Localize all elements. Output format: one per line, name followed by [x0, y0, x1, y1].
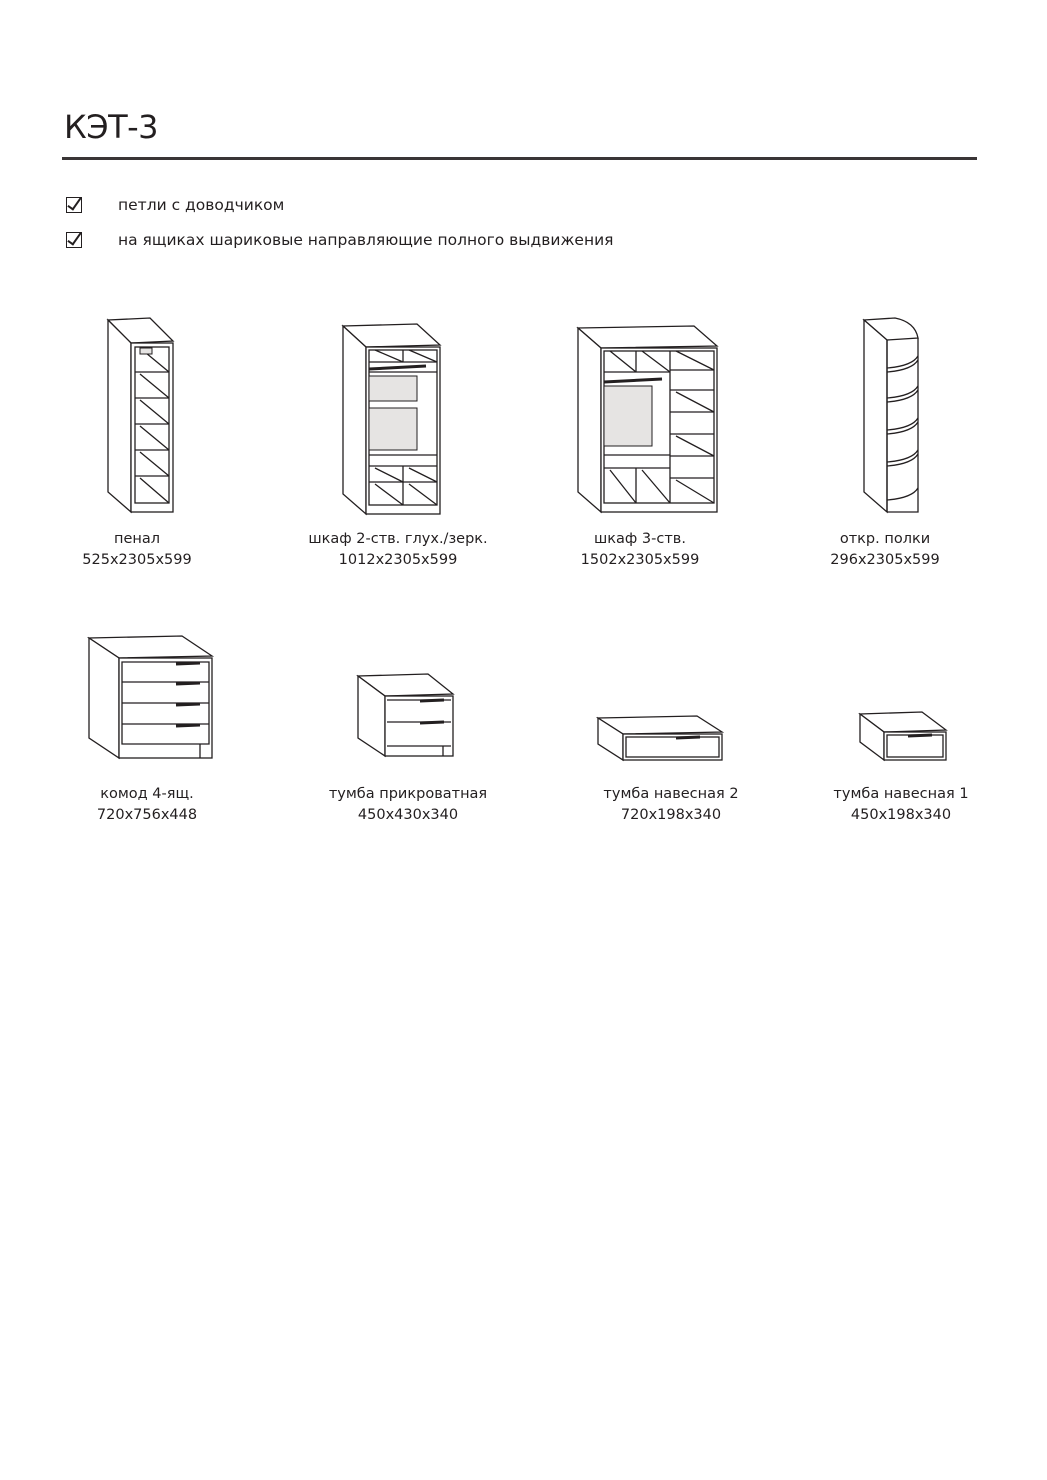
item-dimensions: 1502x2305x599	[580, 552, 700, 568]
checkbox-checked-icon	[66, 232, 82, 248]
item-name: шкаф 3-ств.	[594, 531, 686, 547]
item-caption: откр. полки 296x2305x599	[775, 529, 995, 571]
item-name: комод 4-ящ.	[100, 786, 194, 802]
item-caption: тумба навесная 2 720x198x340	[561, 784, 781, 826]
bedside-table-drawing	[356, 673, 455, 758]
penal-drawing	[106, 317, 175, 514]
item-caption: шкаф 2-ств. глух./зерк. 1012x2305x599	[288, 529, 508, 571]
title-divider	[62, 157, 977, 160]
wardrobe-2-door-drawing	[341, 323, 442, 516]
checkbox-checked-icon	[66, 197, 82, 213]
item-name: тумба навесная 2	[603, 786, 739, 802]
feature-label: петли с доводчиком	[118, 196, 285, 214]
item-dimensions: 450x198x340	[850, 807, 952, 823]
open-shelves-drawing	[862, 317, 919, 514]
wardrobe-3-door-drawing	[576, 325, 719, 514]
feature-item: петли с доводчиком	[66, 196, 284, 214]
item-dimensions: 1012x2305x599	[338, 552, 458, 568]
item-name: откр. полки	[839, 531, 931, 547]
item-dimensions: 450x430x340	[357, 807, 459, 823]
feature-item: на ящиках шариковые направляющие полного…	[66, 231, 613, 249]
item-caption: шкаф 3-ств. 1502x2305x599	[530, 529, 750, 571]
item-caption: комод 4-ящ. 720x756x448	[37, 784, 257, 826]
item-name: пенал	[113, 531, 161, 547]
item-dimensions: 720x756x448	[96, 807, 198, 823]
item-caption: тумба прикроватная 450x430x340	[298, 784, 518, 826]
chest-of-drawers-drawing	[86, 635, 215, 760]
feature-label: на ящиках шариковые направляющие полного…	[118, 231, 614, 249]
item-name: шкаф 2-ств. глух./зерк.	[308, 531, 488, 547]
item-name: тумба прикроватная	[328, 786, 488, 802]
item-dimensions: 720x198x340	[620, 807, 722, 823]
page-title: КЭТ-3	[64, 108, 159, 146]
hanging-cabinet-2-drawing	[595, 715, 725, 762]
hanging-cabinet-1-drawing	[858, 711, 948, 762]
item-dimensions: 296x2305x599	[830, 552, 940, 568]
item-dimensions: 525x2305x599	[82, 552, 192, 568]
item-caption: пенал 525x2305x599	[27, 529, 247, 571]
item-name: тумба навесная 1	[833, 786, 969, 802]
item-caption: тумба навесная 1 450x198x340	[791, 784, 1011, 826]
